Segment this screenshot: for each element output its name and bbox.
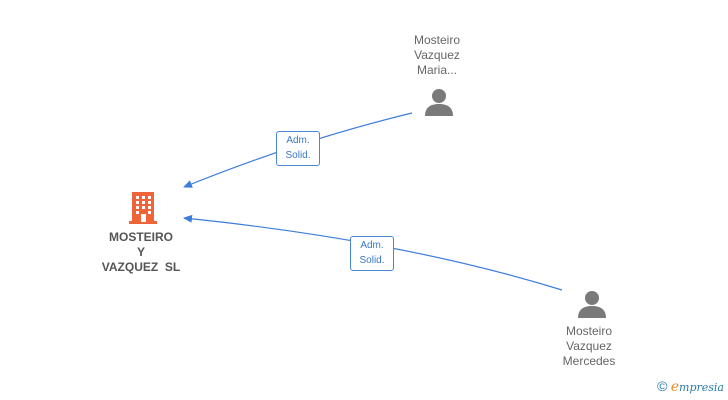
building-icon[interactable]	[127, 190, 159, 224]
edge-label-line-2: Solid.	[285, 150, 311, 161]
brand-rest: mpresia	[679, 381, 724, 394]
person1-node-label[interactable]: Mosteiro Vazquez Maria...	[390, 33, 484, 78]
company-name-line-2: Y	[136, 245, 145, 259]
person1-name-line-1: Mosteiro	[413, 33, 460, 47]
person-icon[interactable]	[577, 290, 607, 318]
edge-label-person2[interactable]: Adm. Solid.	[350, 236, 394, 271]
edge-label-person1[interactable]: Adm. Solid.	[276, 131, 320, 166]
person2-node-label[interactable]: Mosteiro Vazquez Mercedes	[542, 324, 636, 369]
copyright-icon: ©	[657, 378, 668, 394]
edge-label-line-2: Solid.	[359, 255, 385, 266]
brand-e: e	[670, 379, 680, 395]
person1-name-line-2: Vazquez	[414, 48, 460, 62]
person2-name-line-3: Mercedes	[562, 354, 616, 368]
person1-name-line-3: Maria...	[416, 63, 457, 77]
person2-name-line-1: Mosteiro	[565, 324, 612, 338]
edge-label-line-1: Adm.	[286, 135, 310, 146]
company-node-label[interactable]: MOSTEIRO Y VAZQUEZ SL	[86, 230, 196, 275]
person2-name-line-2: Vazquez	[566, 339, 612, 353]
company-name-line-1: MOSTEIRO	[108, 230, 173, 244]
edge-label-line-1: Adm.	[360, 240, 384, 251]
empresia-logo: © empresia	[657, 378, 724, 395]
company-name-line-3: VAZQUEZ SL	[101, 260, 181, 274]
person-icon[interactable]	[424, 88, 454, 116]
